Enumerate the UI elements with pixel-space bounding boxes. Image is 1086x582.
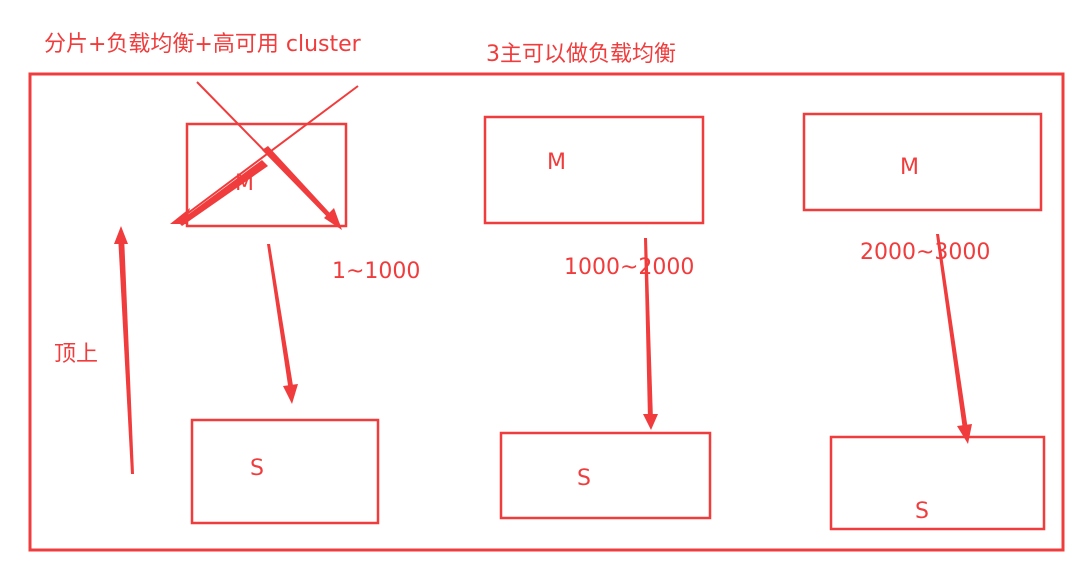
cross-stroke-b-head: [170, 208, 190, 224]
slot-range-2: 1000~2000: [564, 255, 695, 280]
replication-arrow-3-shaft: [936, 234, 968, 430]
promote-arrow-head: [114, 226, 128, 244]
slave-label-1: S: [250, 456, 264, 481]
cross-stroke-b-thick: [178, 160, 268, 226]
cluster-frame: [28, 72, 1065, 552]
replication-arrow-1-head: [283, 384, 298, 404]
diagram-title-left: 分片+负载均衡+高可用 cluster: [44, 32, 361, 57]
slave-box-2: [499, 431, 712, 520]
promote-label: 顶上: [54, 342, 99, 367]
slot-range-1: 1~1000: [332, 259, 421, 284]
diagram-title-right: 3主可以做负载均衡: [486, 42, 676, 67]
master-box-2: [483, 115, 705, 225]
slave-label-3: S: [915, 499, 929, 524]
slave-box-1: [190, 418, 380, 525]
promote-arrow-shaft: [118, 235, 134, 474]
cross-stroke-a-thick: [262, 146, 340, 226]
cross-stroke-b: [175, 85, 359, 223]
master-box-3: [802, 112, 1043, 212]
master-label-2: M: [547, 150, 566, 175]
cross-stroke-a-head: [324, 208, 342, 230]
replication-arrow-2-shaft: [644, 238, 653, 420]
master-box-1: [185, 122, 348, 228]
slave-label-2: S: [577, 466, 591, 491]
master-label-3: M: [900, 155, 919, 180]
slave-box-3: [829, 435, 1046, 531]
master-label-1: M: [235, 171, 254, 196]
slot-range-3: 2000~3000: [860, 240, 991, 265]
replication-arrow-3-head: [957, 424, 972, 444]
replication-arrow-2-head: [643, 414, 658, 430]
replication-arrow-1-shaft: [267, 244, 294, 392]
